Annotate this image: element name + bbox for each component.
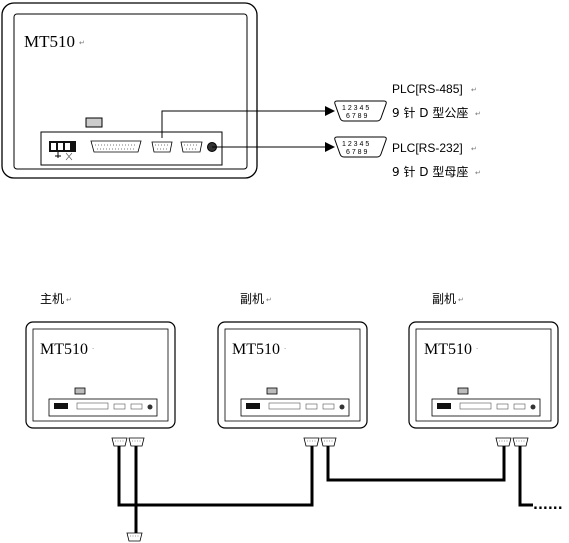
slave-label-1: 副机 bbox=[240, 292, 264, 306]
status-led bbox=[85, 117, 103, 128]
svg-text:·: · bbox=[92, 345, 94, 353]
svg-text:↵: ↵ bbox=[475, 110, 481, 118]
svg-text:↵: ↵ bbox=[471, 86, 477, 94]
svg-text:MT510: MT510 bbox=[40, 341, 88, 358]
rs485-description: 9 针 D 型公座 bbox=[392, 105, 468, 120]
db9-port-rs232 bbox=[180, 141, 203, 153]
slave-unit-2: MT510 · bbox=[408, 321, 559, 429]
continuation-dots: ...... bbox=[533, 498, 563, 513]
db9-male-connector-icon: 1 2 3 4 5 6 7 8 9 bbox=[334, 100, 387, 122]
rs232-description: 9 针 D 型母座 bbox=[392, 164, 468, 179]
svg-text:·: · bbox=[284, 345, 286, 353]
device-title: MT510 bbox=[24, 32, 75, 51]
master-label: 主机 bbox=[40, 292, 64, 306]
svg-text:MT510: MT510 bbox=[232, 341, 280, 358]
svg-text:·: · bbox=[476, 345, 478, 353]
svg-text:6 7 8 9: 6 7 8 9 bbox=[346, 113, 368, 120]
svg-text:↵: ↵ bbox=[266, 296, 272, 304]
db9-port-rs485 bbox=[151, 141, 173, 153]
main-device-detail: MT510 ↵ bbox=[1, 2, 258, 179]
cable-connectors bbox=[111, 437, 529, 542]
svg-text:↵: ↵ bbox=[471, 145, 477, 153]
rs232-label: PLC[RS-232] bbox=[392, 141, 463, 155]
power-terminal bbox=[49, 141, 76, 161]
svg-text:1 2 3 4 5: 1 2 3 4 5 bbox=[342, 105, 369, 112]
svg-text:6 7 8 9: 6 7 8 9 bbox=[346, 149, 368, 156]
db9-female-connector-icon: 1 2 3 4 5 6 7 8 9 bbox=[334, 136, 387, 158]
svg-text:↵: ↵ bbox=[79, 39, 85, 47]
svg-text:MT510: MT510 bbox=[424, 341, 472, 358]
svg-text:↵: ↵ bbox=[66, 296, 72, 304]
svg-text:1 2 3 4 5: 1 2 3 4 5 bbox=[342, 141, 369, 148]
slave-label-2: 副机 bbox=[432, 292, 456, 306]
slave-unit-1: MT510 · bbox=[217, 321, 368, 429]
network-cables bbox=[117, 446, 533, 533]
rs485-leader-line bbox=[161, 110, 325, 138]
svg-text:↵: ↵ bbox=[475, 169, 481, 177]
svg-text:↵: ↵ bbox=[458, 296, 464, 304]
rs485-label: PLC[RS-485] bbox=[392, 82, 463, 96]
master-unit: MT510 · bbox=[25, 321, 176, 429]
db25-port bbox=[90, 140, 142, 153]
